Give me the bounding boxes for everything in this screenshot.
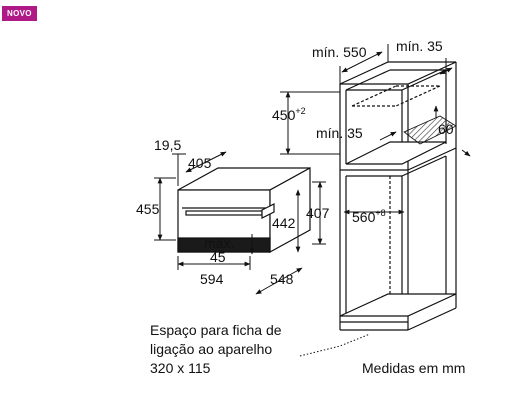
dim-line-405 xyxy=(185,151,227,173)
dim-line-min35-top xyxy=(439,67,453,75)
label-548: 548 xyxy=(270,271,294,287)
cabinet xyxy=(339,61,457,331)
dim-line-min35-mid xyxy=(379,131,397,141)
label-407: 407 xyxy=(306,205,330,221)
label-min35-top: mín. 35 xyxy=(396,38,443,54)
label-442: 442 xyxy=(272,215,296,231)
label-455: 455 xyxy=(136,201,160,217)
new-badge: NOVO xyxy=(2,6,37,21)
note-line-2: ligação ao aparelho xyxy=(150,341,272,357)
appliance xyxy=(177,166,311,254)
leader-line xyxy=(299,333,371,357)
label-560: 560+8 xyxy=(352,208,386,225)
label-60: 60 xyxy=(438,121,454,137)
label-max-45: 45 xyxy=(210,249,226,265)
dim-line-548 xyxy=(255,267,303,295)
label-450: 450+2 xyxy=(272,106,306,123)
label-min550: mín. 550 xyxy=(312,44,367,60)
note-line-1: Espaço para ficha de xyxy=(150,322,282,338)
label-405: 405 xyxy=(188,155,212,171)
connection-area xyxy=(403,115,457,145)
dim-line-min550 xyxy=(341,51,383,73)
label-min35-mid: mín. 35 xyxy=(316,125,363,141)
label-max: máx. xyxy=(204,235,234,251)
units-label: Medidas em mm xyxy=(362,360,465,376)
label-594: 594 xyxy=(200,271,224,287)
note-line-3: 320 x 115 xyxy=(150,360,211,376)
label-19-5: 19,5 xyxy=(154,137,181,153)
